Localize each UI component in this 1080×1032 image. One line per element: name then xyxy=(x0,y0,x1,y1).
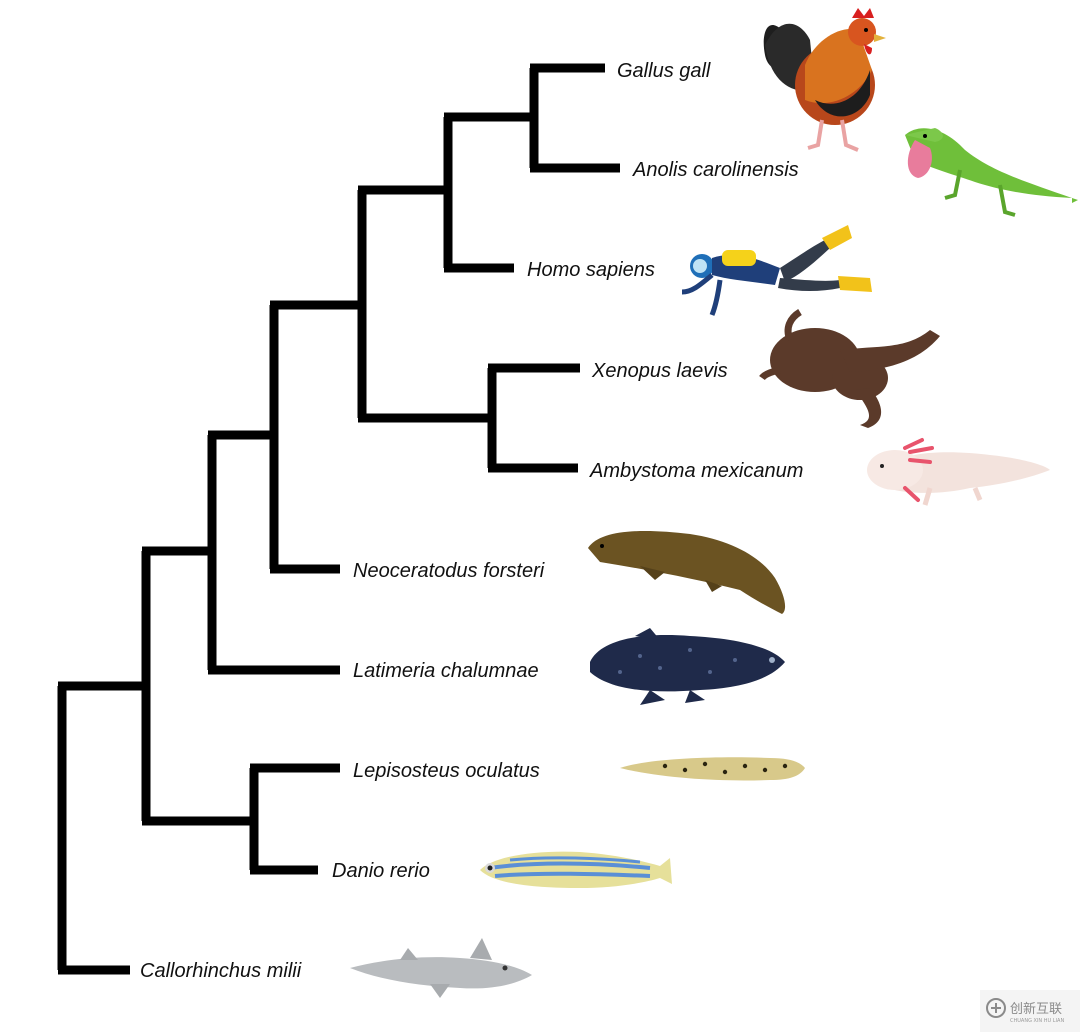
branch-root xyxy=(57,681,146,975)
watermark-text: 创新互联 xyxy=(1010,1001,1062,1017)
axolotl-icon xyxy=(867,438,1050,506)
taxon-label-gallus: Gallus gall xyxy=(617,60,711,82)
taxon-label-callorhinchus: Callorhinchus milii xyxy=(140,960,302,982)
taxon-label-latimeria: Latimeria chalumnae xyxy=(353,660,539,682)
taxon-label-danio: Danio rerio xyxy=(332,860,430,882)
tree-branches xyxy=(57,63,620,975)
diver-icon xyxy=(681,225,872,316)
logo-cross xyxy=(991,1003,1001,1013)
branch-amniota xyxy=(443,112,534,273)
lizard-icon xyxy=(905,128,1078,217)
zebrafish-icon xyxy=(480,851,672,888)
watermark-subtext: CHUANG XIN HU LIAN xyxy=(1010,1018,1064,1024)
taxon-label-neoceratodus: Neoceratodus forsteri xyxy=(353,560,545,582)
lungfish-icon xyxy=(588,530,786,614)
branch-actinopterygii xyxy=(249,763,340,875)
branch-amphibia xyxy=(487,363,580,473)
branch-tetrapoda xyxy=(357,185,492,423)
rooster-icon xyxy=(763,8,886,152)
taxon-label-anolis: Anolis carolinensis xyxy=(632,159,799,181)
coelacanth-icon xyxy=(590,628,785,705)
branch-sauropsida xyxy=(529,63,620,173)
taxon-label-homo: Homo sapiens xyxy=(527,259,655,281)
branch-rhipidistia xyxy=(269,300,362,574)
logo-icon xyxy=(986,998,1006,1018)
taxon-labels: Gallus gall Anolis carolinensis Homo sap… xyxy=(140,60,803,982)
taxon-label-lepisosteus: Lepisosteus oculatus xyxy=(353,760,540,782)
branch-osteichthyes xyxy=(141,546,254,826)
gar-icon xyxy=(620,757,805,781)
watermark: 创新互联 CHUANG XIN HU LIAN xyxy=(980,990,1080,1032)
chimaera-icon xyxy=(350,938,532,998)
frog-icon xyxy=(759,308,940,428)
taxon-label-ambystoma: Ambystoma mexicanum xyxy=(589,460,803,482)
taxon-label-xenopus: Xenopus laevis xyxy=(591,360,728,382)
branch-sarcopterygii xyxy=(207,430,340,675)
